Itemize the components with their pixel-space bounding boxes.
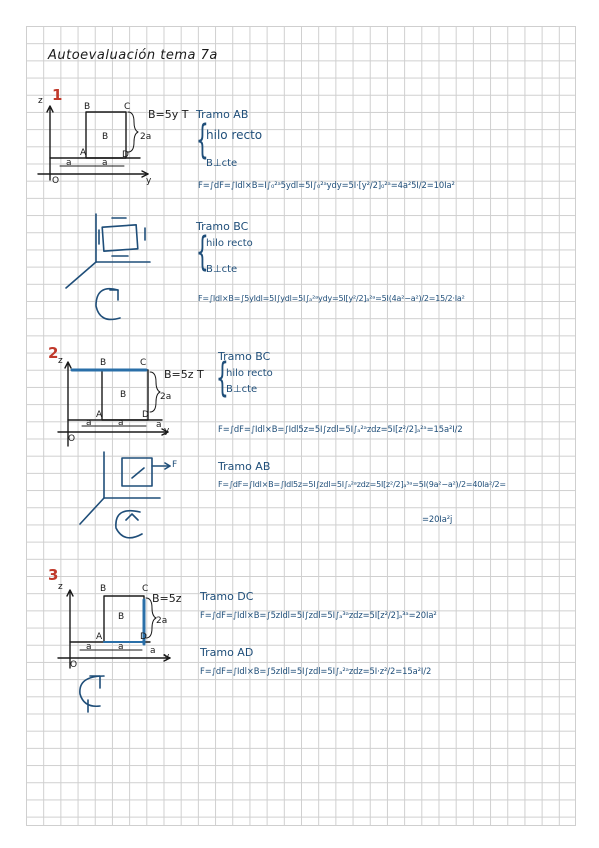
page-title: Autoevaluación tema 7a: [48, 48, 218, 63]
vertex-a-label: A: [80, 148, 87, 158]
brace: {: [196, 117, 209, 163]
grid-paper: [26, 26, 576, 826]
brace: {: [196, 229, 209, 275]
field-expression: B=5z T: [164, 368, 204, 381]
dim-2a-label: 2a: [140, 132, 152, 142]
axis-z-label: z: [58, 582, 63, 592]
condition: B⊥cte: [226, 384, 258, 395]
axis-z-label: z: [38, 96, 43, 106]
segment-heading: Tramo AB: [196, 108, 249, 121]
vertex-a-label: A: [96, 632, 103, 642]
problem-number: 3: [48, 566, 59, 584]
vertex-b-label: B: [100, 358, 107, 368]
p1-loop: [85, 111, 127, 159]
brace: {: [216, 355, 229, 401]
vertex-d-label: D: [140, 632, 147, 642]
p2-dims: [81, 371, 161, 427]
segment-heading: Tramo AD: [200, 646, 254, 659]
p1-force-sketch: [65, 213, 151, 321]
field-vector-label: B: [118, 612, 125, 622]
axis-y-label: y: [164, 426, 170, 436]
field-expression: B=5y T: [148, 108, 189, 121]
dim-a-label: a: [118, 642, 124, 652]
segment-heading: Tramo AB: [218, 460, 271, 473]
dim-a-label: a: [86, 418, 92, 428]
problem-number: 1: [52, 86, 63, 104]
axis-y-label: y: [146, 176, 152, 186]
vertex-b-label: B: [100, 584, 107, 594]
segment-heading: Tramo BC: [196, 220, 249, 233]
segment-heading: Tramo BC: [218, 350, 271, 363]
segment-heading: Tramo DC: [200, 590, 254, 603]
dim-a-label: a: [118, 418, 124, 428]
axis-z-label: z: [58, 356, 63, 366]
vertex-c-label: C: [140, 358, 147, 368]
force-equation: F=∫Idl×B=∫5yIdl=5I∫ydl=5I∫ₐ²ᵃydy=5I[y²/2…: [198, 294, 465, 303]
condition: hilo recto: [206, 128, 263, 142]
field-expression: B=5z: [152, 592, 182, 605]
dim-a-label: a: [156, 420, 162, 430]
condition: B⊥cte: [206, 158, 238, 169]
dim-a-label: a: [86, 642, 92, 652]
origin-label: O: [68, 434, 76, 444]
origin-label: O: [52, 176, 60, 186]
dim-2a-label: 2a: [160, 392, 172, 402]
dim-a-label: a: [150, 646, 156, 656]
dim-2a-label: 2a: [156, 616, 168, 626]
force-equation: F=∫dF=∫Idl×B=∫Idl5z=5I∫zdl=5I∫ₐ²ᵃzdz=5I[…: [218, 480, 506, 489]
dim-a-label: a: [102, 158, 108, 168]
force-vector-label: F: [172, 460, 178, 470]
vertex-b-label: B: [84, 102, 91, 112]
origin-label: O: [70, 660, 78, 670]
p1-dims: [59, 111, 139, 167]
problem-number: 2: [48, 344, 59, 362]
force-equation: F=∫dF=∫Idl×B=∫5zIdl=5I∫zdl=5I∫ₐ²ᵃzdz=5I·…: [200, 666, 432, 676]
p3-dims: [79, 597, 157, 651]
p2-force-sketch: [79, 451, 171, 539]
vertex-d-label: D: [142, 410, 149, 420]
vertex-d-label: D: [122, 150, 129, 160]
p1-axes: [37, 105, 149, 181]
p3-force-sketch: [79, 675, 105, 713]
vertex-c-label: C: [124, 102, 131, 112]
axis-y-label: y: [164, 652, 170, 662]
vertex-a-label: A: [96, 410, 103, 420]
vertex-c-label: C: [142, 584, 149, 594]
force-equation: F=∫dF=∫Idl×B=I∫₀²ᵃ5ydl=5I∫₀²ᵃydy=5I·[y²/…: [198, 180, 455, 190]
field-vector-label: B: [102, 132, 109, 142]
condition: hilo recto: [226, 368, 273, 379]
force-result: =20Ia²j: [422, 514, 453, 524]
condition: B⊥cte: [206, 264, 238, 275]
force-equation: F=∫dF=∫Idl×B=∫5zIdl=5I∫zdl=5I∫ₐ³ᵃzdz=5I[…: [200, 610, 437, 620]
condition: hilo recto: [206, 238, 253, 249]
field-vector-label: B: [120, 390, 127, 400]
force-equation: F=∫dF=∫Idl×B=∫Idl5z=5I∫zdl=5I∫ₐ²ᵃzdz=5I[…: [218, 424, 463, 434]
dim-a-label: a: [66, 158, 72, 168]
